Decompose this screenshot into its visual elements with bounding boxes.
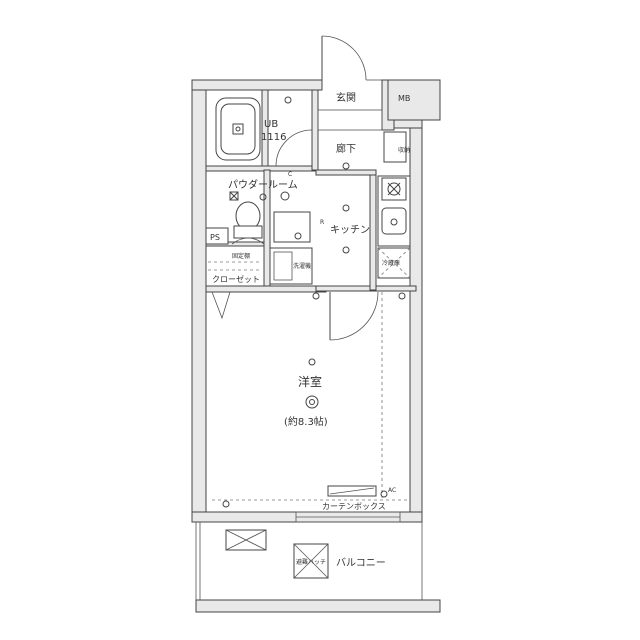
ub-label: UB <box>264 119 278 130</box>
curtain-box-label: カーテンボックス <box>322 502 386 511</box>
room-door <box>312 291 406 341</box>
ceiling-light-icon <box>342 162 350 170</box>
fixed-shelf-label: 固定棚 <box>232 252 250 260</box>
entrance-door <box>321 35 382 81</box>
yoshitsu-size-label: (約8.3帖) <box>284 415 328 428</box>
sink-cabinet <box>273 211 311 243</box>
c-mark: C <box>288 171 292 178</box>
unit-bath <box>215 96 313 167</box>
interior-walls <box>205 89 417 293</box>
mb-label: MB <box>398 94 410 103</box>
ps-label: PS <box>210 233 220 242</box>
light-icon <box>284 96 292 104</box>
genkan-label: 玄関 <box>336 91 356 104</box>
ub-size-label: 1116 <box>261 132 286 143</box>
balcony-label: バルコニー <box>336 557 386 569</box>
washer-space <box>269 247 313 285</box>
r-mark: R <box>320 219 324 226</box>
balcony <box>195 522 441 613</box>
escape-hatch-label: 避難ハッチ <box>296 558 326 566</box>
yoshitsu-label: 洋室 <box>298 374 322 389</box>
kitchen-counter <box>377 175 411 247</box>
ps-box <box>205 227 229 245</box>
powder-room-label: パウダールーム <box>228 178 298 191</box>
closet-label: クローゼット <box>212 274 260 284</box>
washbasin-toilet <box>229 191 290 245</box>
shoe-cabinet-label: 収納 <box>398 146 410 154</box>
ceiling-light-icon-main <box>305 395 319 409</box>
ac-label: AC <box>388 487 396 494</box>
fridge-label: 冷蔵庫 <box>382 259 400 267</box>
rouka-label: 廊下 <box>336 142 356 155</box>
shoe-cabinet <box>383 131 407 163</box>
kitchen-label: キッチン <box>330 224 370 236</box>
washer-label: 洗濯機 <box>293 262 311 270</box>
